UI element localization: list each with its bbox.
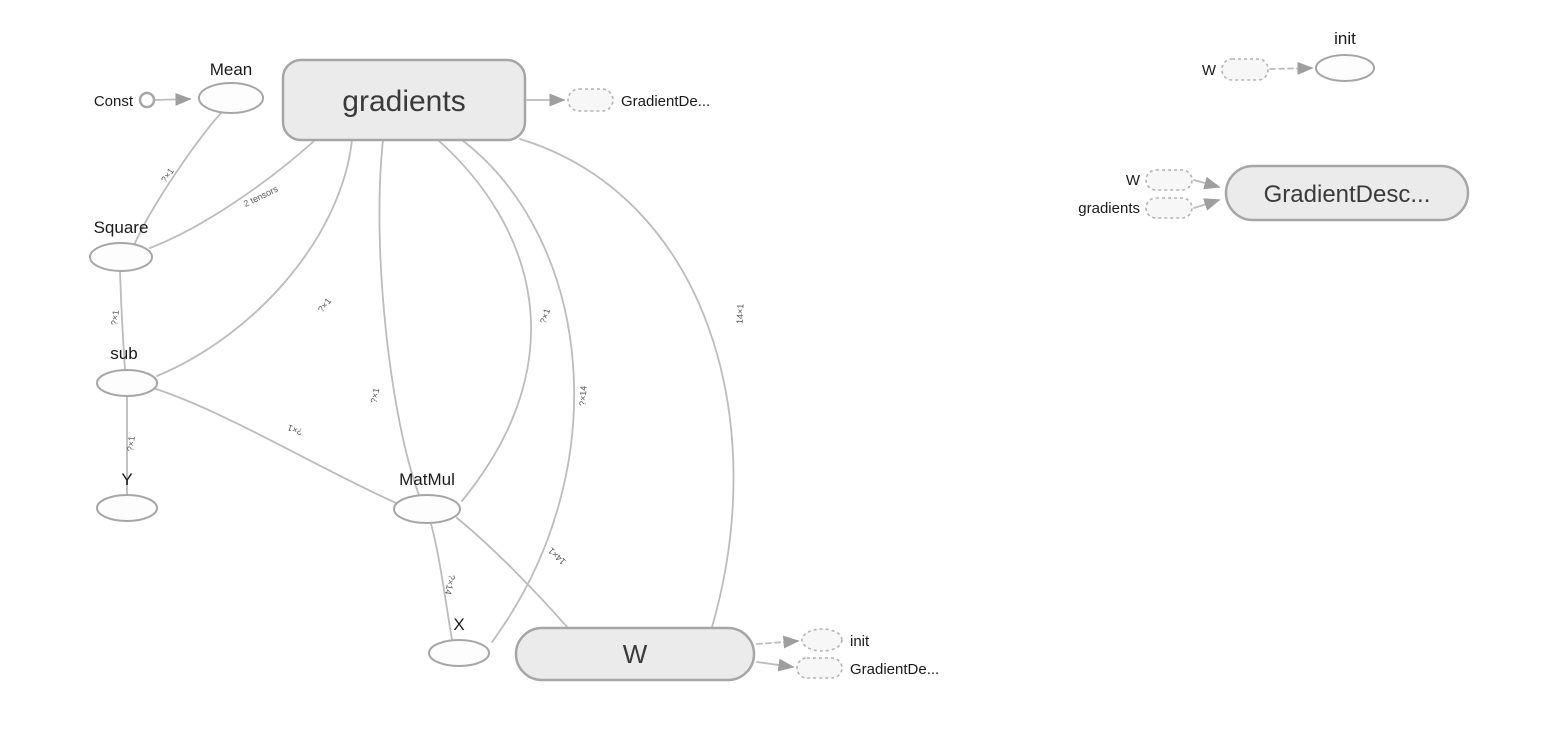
gradientdescent-proxy-w-label: GradientDe... bbox=[850, 661, 939, 678]
edge-gradientsproxy-gd-right bbox=[1193, 198, 1221, 211]
w-shape[interactable] bbox=[514, 626, 756, 682]
edge-label-matmul-sub: ?×1 bbox=[286, 423, 304, 438]
edge-label-square-mean: ?×1 bbox=[159, 166, 176, 184]
edge-label-w-matmul: 14×1 bbox=[546, 546, 568, 567]
init-proxy-left-label: init bbox=[850, 633, 870, 650]
w-proxy-init-shape[interactable] bbox=[1221, 58, 1269, 81]
w-proxy-gd-label: W bbox=[1126, 172, 1141, 189]
node-gradients[interactable]: gradients bbox=[281, 58, 527, 142]
node-gradientdescent-proxy-out[interactable]: GradientDe... bbox=[567, 88, 710, 112]
gradientdescent-proxy-out-label: GradientDe... bbox=[621, 93, 710, 110]
matmul-label: MatMul bbox=[399, 470, 455, 489]
gradientdescent-proxy-out-shape[interactable] bbox=[567, 88, 614, 112]
node-sub[interactable]: sub bbox=[96, 344, 158, 397]
edge-gradients-w bbox=[519, 138, 735, 628]
w-label: W bbox=[623, 639, 648, 669]
node-gradientdescent[interactable]: GradientDesc... bbox=[1224, 164, 1470, 222]
sub-label: sub bbox=[110, 344, 137, 363]
edge-label-gradients-matmul: ?×1 bbox=[369, 387, 382, 404]
init-proxy-left-shape[interactable] bbox=[801, 628, 843, 652]
edges-layer: ?×1 2 tensors ?×1 ?×1 ?×1 ?×14 14×1 ?×1 ?×1 ?×1 ?×… bbox=[109, 61, 1314, 672]
node-gradients-proxy-gd[interactable]: gradients bbox=[1078, 197, 1193, 219]
w-proxy-gd-shape[interactable] bbox=[1145, 169, 1193, 191]
gradients-proxy-gd-shape[interactable] bbox=[1145, 197, 1193, 219]
mean-label: Mean bbox=[210, 60, 253, 79]
y-label: Y bbox=[121, 470, 132, 489]
edge-sub-square bbox=[119, 271, 126, 371]
const-label: Const bbox=[94, 93, 134, 110]
node-init-proxy-left[interactable]: init bbox=[801, 628, 870, 652]
edge-label-y-sub: ?×1 bbox=[125, 436, 137, 452]
edge-x-matmul bbox=[430, 523, 453, 641]
node-w-proxy-init[interactable]: W bbox=[1202, 58, 1269, 81]
edge-label-sub-square: ?×1 bbox=[109, 309, 121, 325]
gradients-proxy-gd-label: gradients bbox=[1078, 200, 1140, 217]
node-w[interactable]: W bbox=[514, 626, 756, 682]
gradientdescent-proxy-w-shape[interactable] bbox=[796, 657, 843, 679]
edge-w-gdproxy bbox=[756, 658, 795, 672]
gradientdescent-shape[interactable] bbox=[1224, 164, 1470, 222]
node-const[interactable]: Const bbox=[94, 91, 156, 110]
edge-label-x-matmul: ?×14 bbox=[443, 574, 457, 596]
mean-shape[interactable] bbox=[198, 82, 264, 114]
node-mean[interactable]: Mean bbox=[198, 60, 264, 114]
gradients-shape[interactable] bbox=[281, 58, 527, 142]
edge-const-mean bbox=[154, 92, 192, 106]
node-x[interactable]: X bbox=[428, 615, 490, 667]
square-label: Square bbox=[94, 218, 149, 237]
node-matmul[interactable]: MatMul bbox=[393, 470, 461, 524]
gradientdescent-label: GradientDesc... bbox=[1264, 181, 1431, 208]
edge-wproxy-init-right bbox=[1269, 61, 1314, 75]
edge-gradients-matmul bbox=[378, 139, 420, 496]
node-init[interactable]: init bbox=[1315, 29, 1375, 82]
gradients-label: gradients bbox=[342, 85, 465, 118]
edge-label-square-gradients: 2 tensors bbox=[242, 183, 280, 208]
edge-gradients-matmul-2 bbox=[437, 139, 532, 502]
square-shape[interactable] bbox=[89, 242, 153, 272]
matmul-shape[interactable] bbox=[393, 494, 461, 524]
edge-square-gradients bbox=[149, 140, 315, 249]
edge-gradients-sub bbox=[156, 139, 353, 377]
init-shape[interactable] bbox=[1315, 54, 1375, 82]
y-shape[interactable] bbox=[96, 494, 158, 522]
init-label: init bbox=[1334, 29, 1356, 48]
edge-square-mean bbox=[134, 111, 223, 244]
edge-label-gradients-w: 14×1 bbox=[734, 303, 745, 324]
x-shape[interactable] bbox=[428, 639, 490, 667]
edge-wproxy-gd-right bbox=[1193, 176, 1221, 190]
edge-matmul-sub bbox=[155, 388, 397, 504]
node-gradientdescent-proxy-w[interactable]: GradientDe... bbox=[796, 657, 939, 679]
edge-label-gradients-sub: ?×1 bbox=[316, 296, 333, 314]
const-shape[interactable] bbox=[138, 91, 156, 109]
edge-label-gradients-x: ?×14 bbox=[577, 385, 588, 406]
x-label: X bbox=[453, 615, 464, 634]
node-y[interactable]: Y bbox=[96, 470, 158, 522]
node-w-proxy-gd[interactable]: W bbox=[1126, 169, 1193, 191]
edge-w-matmul bbox=[456, 517, 569, 629]
node-square[interactable]: Square bbox=[89, 218, 153, 272]
edge-label-gradients-matmul-2: ?×1 bbox=[538, 307, 552, 325]
sub-shape[interactable] bbox=[96, 369, 158, 397]
edge-w-init-proxy bbox=[756, 635, 800, 649]
edge-gradients-x bbox=[461, 139, 576, 643]
w-proxy-init-label: W bbox=[1202, 62, 1217, 79]
